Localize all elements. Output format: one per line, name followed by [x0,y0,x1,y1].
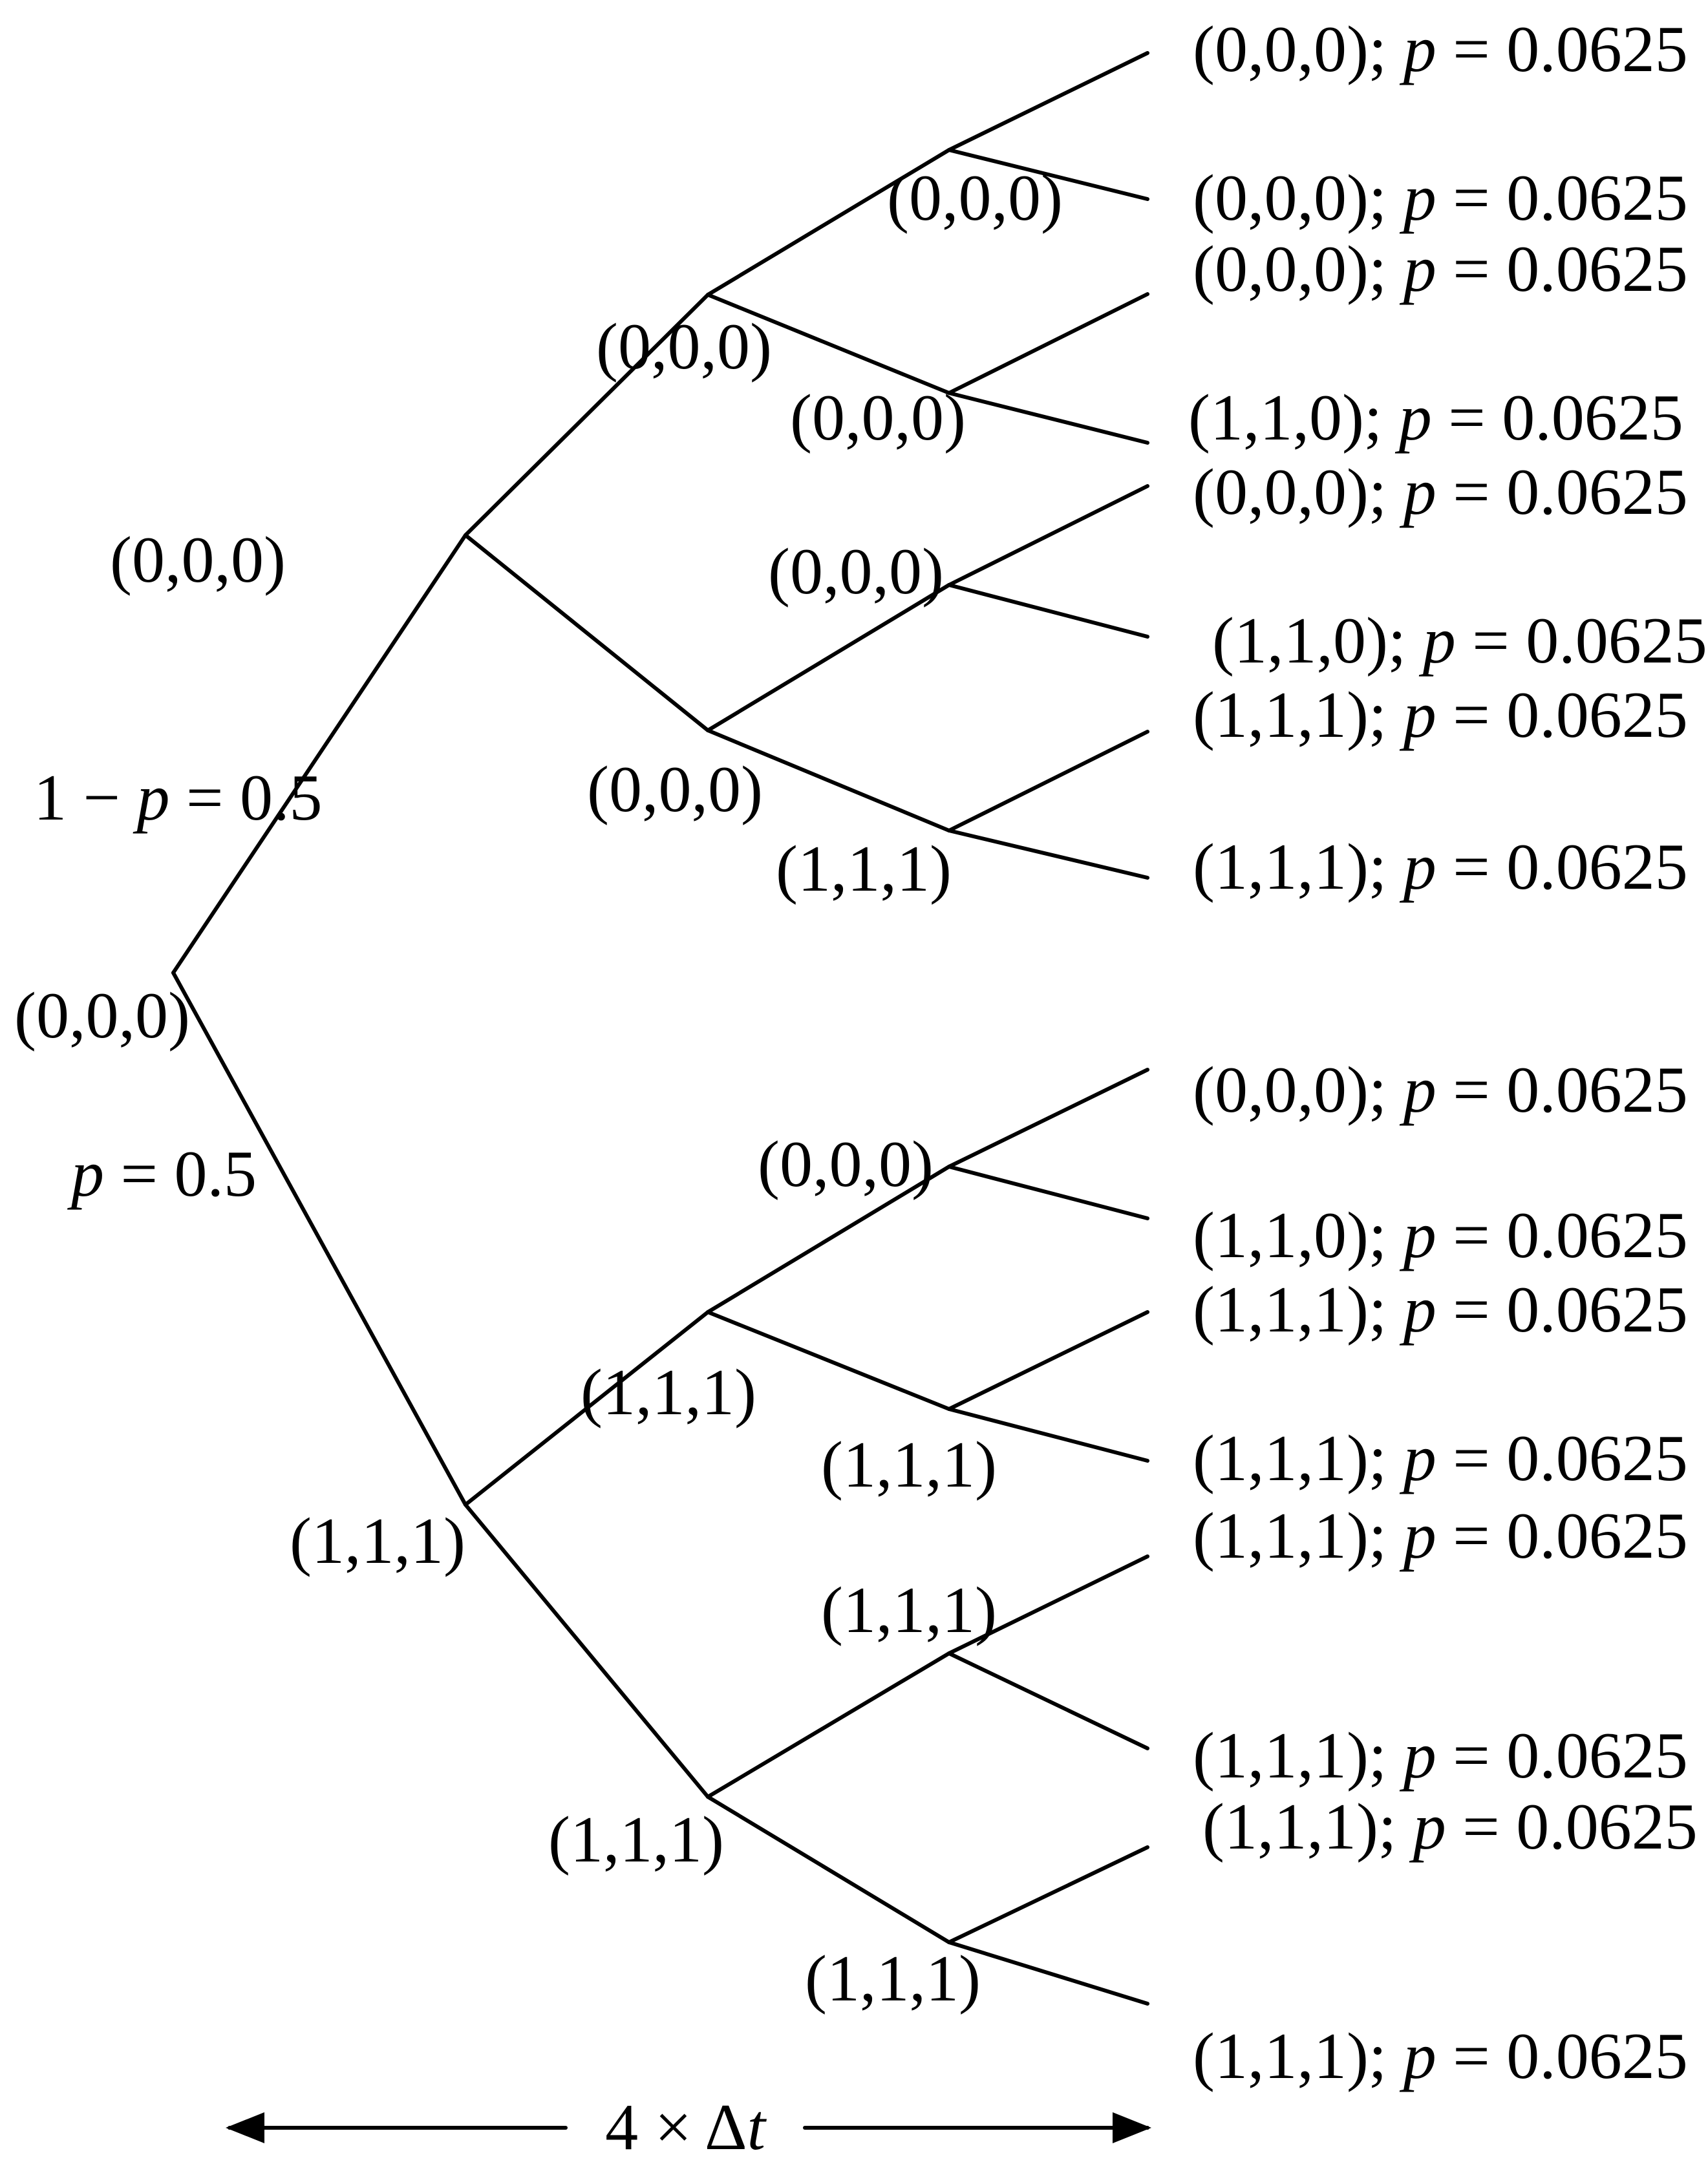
tree-edge-n3-n8 [706,293,951,395]
leaf-outcome-l3: (1,1,0); p = 0.0625 [1188,381,1683,454]
tree-edge-n8-l2 [947,292,1149,395]
node-state-n7: (0,0,0) [887,162,1063,235]
node-state-n13: (1,1,1) [821,1574,997,1647]
tree-edge-n0-n2 [171,971,467,1507]
lower-branch-value: = 0.5 [104,1138,257,1211]
upper-branch-state-label: (0,0,0) [110,524,286,597]
node-state-n11: (0,0,0) [758,1128,934,1201]
lower-branch-probability-label: p = 0.5 [67,1138,257,1211]
leaf-outcome-l11: (1,1,1); p = 0.0625 [1193,1422,1688,1495]
tree-edge-n2-n5 [464,1310,710,1507]
tree-edge-n4-n9 [706,583,951,732]
leaf-outcome-l7: (1,1,1); p = 0.0625 [1193,831,1688,904]
leaf-outcome-l8: (0,0,0); p = 0.0625 [1193,1054,1688,1127]
node-state-n3: (0,0,0) [596,310,772,383]
tree-edge-n1-n4 [464,533,710,732]
tree-edge-n12-l11 [947,1407,1149,1463]
tree-edge-n14-l14 [947,1845,1149,1944]
node-state-n4: (0,0,0) [587,753,763,826]
tree-edge-n12-l10 [947,1310,1149,1411]
leaf-outcome-l14: (1,1,1); p = 0.0625 [1202,1790,1698,1863]
node-state-n9: (0,0,0) [768,535,944,608]
node-state-n0: (0,0,0) [14,979,190,1052]
lower-branch-symbol: p [67,1138,104,1211]
node-state-n12: (1,1,1) [821,1428,997,1501]
time-axis-prefix: 4 × Δ [605,2091,747,2164]
node-state-labels: (0,0,0)(1,1,1)(0,0,0)(0,0,0)(1,1,1)(1,1,… [14,162,1063,2015]
tree-edge-n9-l5 [947,583,1149,639]
leaf-outcome-l6: (1,1,1); p = 0.0625 [1193,679,1688,752]
tree-edge-n9-l4 [947,484,1149,587]
node-state-n5: (1,1,1) [581,1356,756,1429]
upper-branch-value: = 0.5 [170,761,323,834]
upper-branch-prefix: 1 − [34,761,137,834]
leaf-outcome-l1: (0,0,0); p = 0.0625 [1193,162,1688,235]
tree-edge-n3-n7 [706,148,951,297]
leaf-outcome-l5: (1,1,0); p = 0.0625 [1212,604,1707,677]
leaf-outcome-l2: (0,0,0); p = 0.0625 [1193,233,1688,306]
node-state-n14: (1,1,1) [805,1942,981,2015]
tree-edge-n0-n1 [171,533,467,975]
tree-edge-n5-n12 [706,1310,951,1411]
tree-edge-n6-n13 [706,1651,951,1799]
tree-edge-n13-l13 [947,1651,1149,1750]
node-state-n2: (1,1,1) [290,1505,465,1578]
upper-branch-symbol: p [133,761,170,834]
leaf-outcome-labels: (0,0,0); p = 0.0625(0,0,0); p = 0.0625(0… [1188,13,1707,2093]
tree-edge-n14-l15 [947,1940,1149,2006]
node-state-n6: (1,1,1) [548,1803,724,1876]
tree-edges [171,51,1149,2006]
tree-edge-n1-n3 [464,293,710,537]
time-axis-symbol: t [747,2091,767,2164]
tree-edge-n5-n11 [706,1165,951,1314]
tree-edge-n7-l0 [947,51,1149,152]
leaf-outcome-l9: (1,1,0); p = 0.0625 [1193,1199,1688,1272]
leaf-outcome-l10: (1,1,1); p = 0.0625 [1193,1273,1688,1346]
node-state-n8: (0,0,0) [790,381,966,454]
tree-edge-n4-n10 [706,728,951,832]
leaf-outcome-l13: (1,1,1); p = 0.0625 [1193,1719,1688,1792]
leaf-outcome-l4: (0,0,0); p = 0.0625 [1193,456,1688,529]
tree-edge-n7-l1 [947,148,1149,201]
upper-branch-probability-label: 1 − p = 0.5 [34,761,323,834]
time-axis-label: 4 × Δt [605,2091,767,2164]
tree-edge-n13-l12 [947,1554,1149,1655]
tree-edge-n10-l7 [947,829,1149,880]
tree-edge-n10-l6 [947,730,1149,832]
tree-edge-n8-l3 [947,391,1149,445]
tree-edge-n11-l9 [947,1165,1149,1220]
tree-edge-n11-l8 [947,1068,1149,1169]
leaf-outcome-l12: (1,1,1); p = 0.0625 [1193,1500,1688,1573]
tree-edge-n2-n6 [464,1503,710,1799]
leaf-outcome-l15: (1,1,1); p = 0.0625 [1193,2020,1688,2093]
tree-edge-n6-n14 [706,1795,951,1944]
leaf-outcome-l0: (0,0,0); p = 0.0625 [1193,13,1688,86]
node-state-n10: (1,1,1) [776,832,952,906]
